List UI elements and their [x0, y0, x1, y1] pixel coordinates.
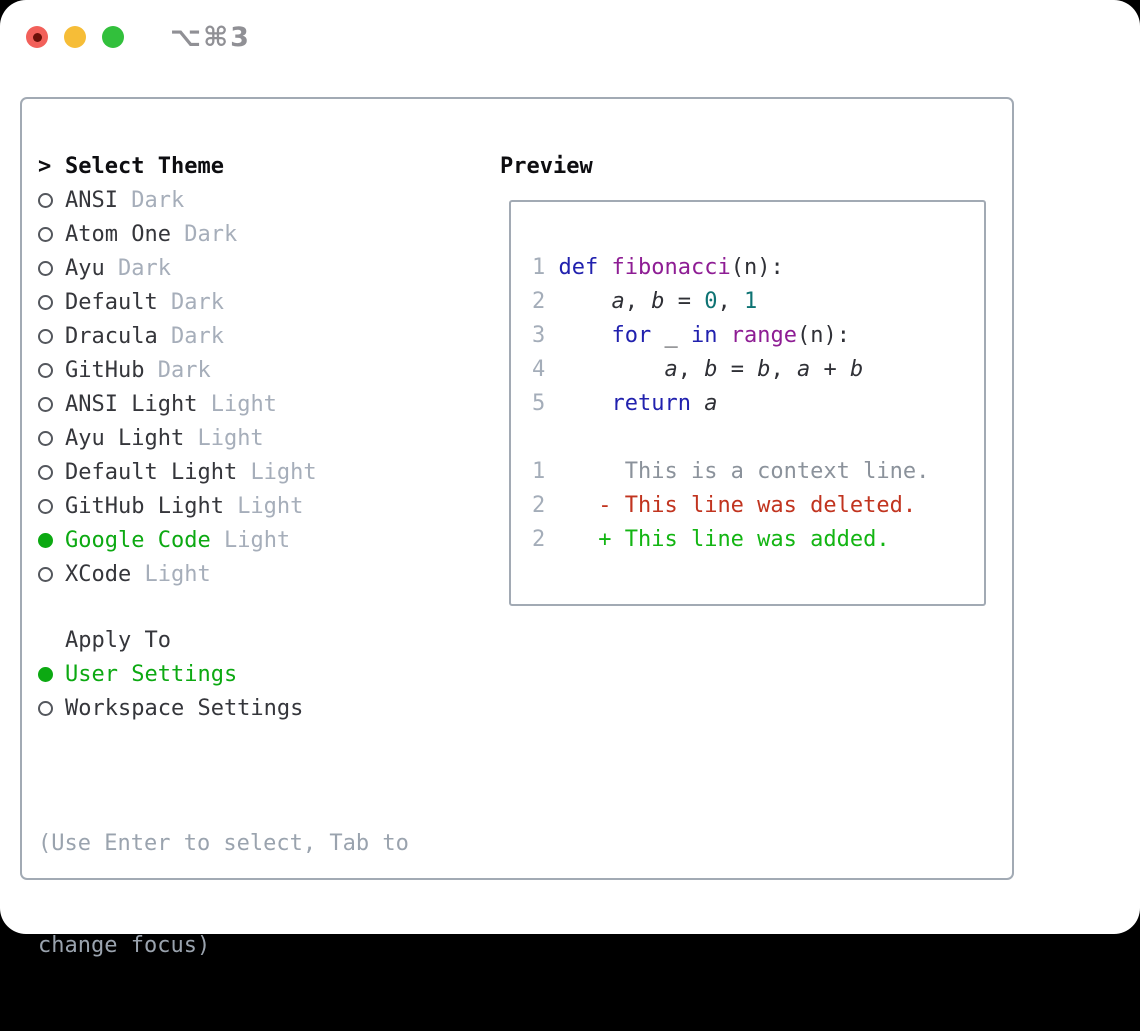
preview-line-6 — [532, 421, 984, 455]
radio-icon[interactable] — [38, 261, 53, 276]
theme-option-ayu-light-light[interactable]: Ayu Light Light — [38, 421, 409, 455]
preview-line-3: 3 for _ in range(n): — [532, 319, 984, 353]
apply-to-option-label: Workspace Settings — [65, 696, 303, 721]
preview-header-row: Preview — [500, 149, 593, 183]
theme-option-ansi-light-light[interactable]: ANSI Light Light — [38, 387, 409, 421]
theme-option-github-light-light[interactable]: GitHub Light Light — [38, 489, 409, 523]
radio-icon[interactable] — [38, 193, 53, 208]
theme-option-atom-one-dark[interactable]: Atom One Dark — [38, 217, 409, 251]
select-theme-header: > Select Theme — [38, 149, 409, 183]
radio-icon[interactable] — [38, 431, 53, 446]
theme-option-label: Default Dark — [65, 290, 224, 315]
radio-icon[interactable] — [38, 397, 53, 412]
prompt-caret-icon: > — [38, 154, 65, 179]
close-button[interactable] — [26, 26, 48, 48]
help-text: (Use Enter to select, Tab to change focu… — [38, 759, 409, 1031]
radio-icon[interactable] — [38, 701, 53, 716]
theme-option-label: Ayu Light Light — [65, 426, 264, 451]
radio-icon[interactable] — [38, 465, 53, 480]
help-text-line-2: change focus) — [38, 929, 409, 963]
theme-option-label: Ayu Dark — [65, 256, 171, 281]
apply-to-workspace-settings[interactable]: Workspace Settings — [38, 691, 409, 725]
apply-to-option-label: User Settings — [65, 662, 237, 687]
theme-option-label: Atom One Dark — [65, 222, 237, 247]
preview-title: Preview — [500, 154, 593, 179]
radio-icon[interactable] — [38, 227, 53, 242]
preview-line-8: 2 - This line was deleted. — [532, 489, 984, 523]
radio-icon[interactable] — [38, 363, 53, 378]
radio-icon[interactable] — [38, 499, 53, 514]
theme-option-label: Google Code Light — [65, 528, 290, 553]
minimize-button[interactable] — [64, 26, 86, 48]
help-text-line-1: (Use Enter to select, Tab to — [38, 827, 409, 861]
theme-option-ansi-dark[interactable]: ANSI Dark — [38, 183, 409, 217]
theme-option-label: ANSI Light Light — [65, 392, 277, 417]
theme-option-default-light-light[interactable]: Default Light Light — [38, 455, 409, 489]
radio-selected-icon[interactable] — [38, 667, 53, 682]
theme-option-label: GitHub Dark — [65, 358, 211, 383]
theme-option-dracula-dark[interactable]: Dracula Dark — [38, 319, 409, 353]
radio-selected-icon[interactable] — [38, 533, 53, 548]
preview-line-9: 2 + This line was added. — [532, 523, 984, 557]
radio-icon[interactable] — [38, 295, 53, 310]
preview-line-2: 2 a, b = 0, 1 — [532, 285, 984, 319]
titlebar: ⌥⌘3 — [26, 26, 251, 48]
theme-option-default-dark[interactable]: Default Dark — [38, 285, 409, 319]
theme-option-label: Dracula Dark — [65, 324, 224, 349]
preview-line-7: 1 This is a context line. — [532, 455, 984, 489]
radio-icon[interactable] — [38, 329, 53, 344]
theme-option-github-dark[interactable]: GitHub Dark — [38, 353, 409, 387]
theme-option-label: XCode Light — [65, 562, 211, 587]
window-title: ⌥⌘3 — [170, 22, 251, 53]
theme-option-google-code-light[interactable]: Google Code Light — [38, 523, 409, 557]
preview-line-4: 4 a, b = b, a + b — [532, 353, 984, 387]
radio-icon[interactable] — [38, 567, 53, 582]
zoom-button[interactable] — [102, 26, 124, 48]
preview-line-1: 1 def fibonacci(n): — [532, 251, 984, 285]
theme-option-label: GitHub Light Light — [65, 494, 303, 519]
theme-option-label: ANSI Dark — [65, 188, 184, 213]
theme-option-xcode-light[interactable]: XCode Light — [38, 557, 409, 591]
theme-option-label: Default Light Light — [65, 460, 317, 485]
theme-option-ayu-dark[interactable]: Ayu Dark — [38, 251, 409, 285]
close-button-dot — [33, 33, 42, 42]
apply-to-user-settings[interactable]: User Settings — [38, 657, 409, 691]
apply-to-title: Apply To — [65, 628, 171, 653]
select-theme-title: Select Theme — [65, 154, 224, 179]
preview-line-5: 5 return a — [532, 387, 984, 421]
apply-to-header-row: Apply To — [38, 623, 409, 657]
